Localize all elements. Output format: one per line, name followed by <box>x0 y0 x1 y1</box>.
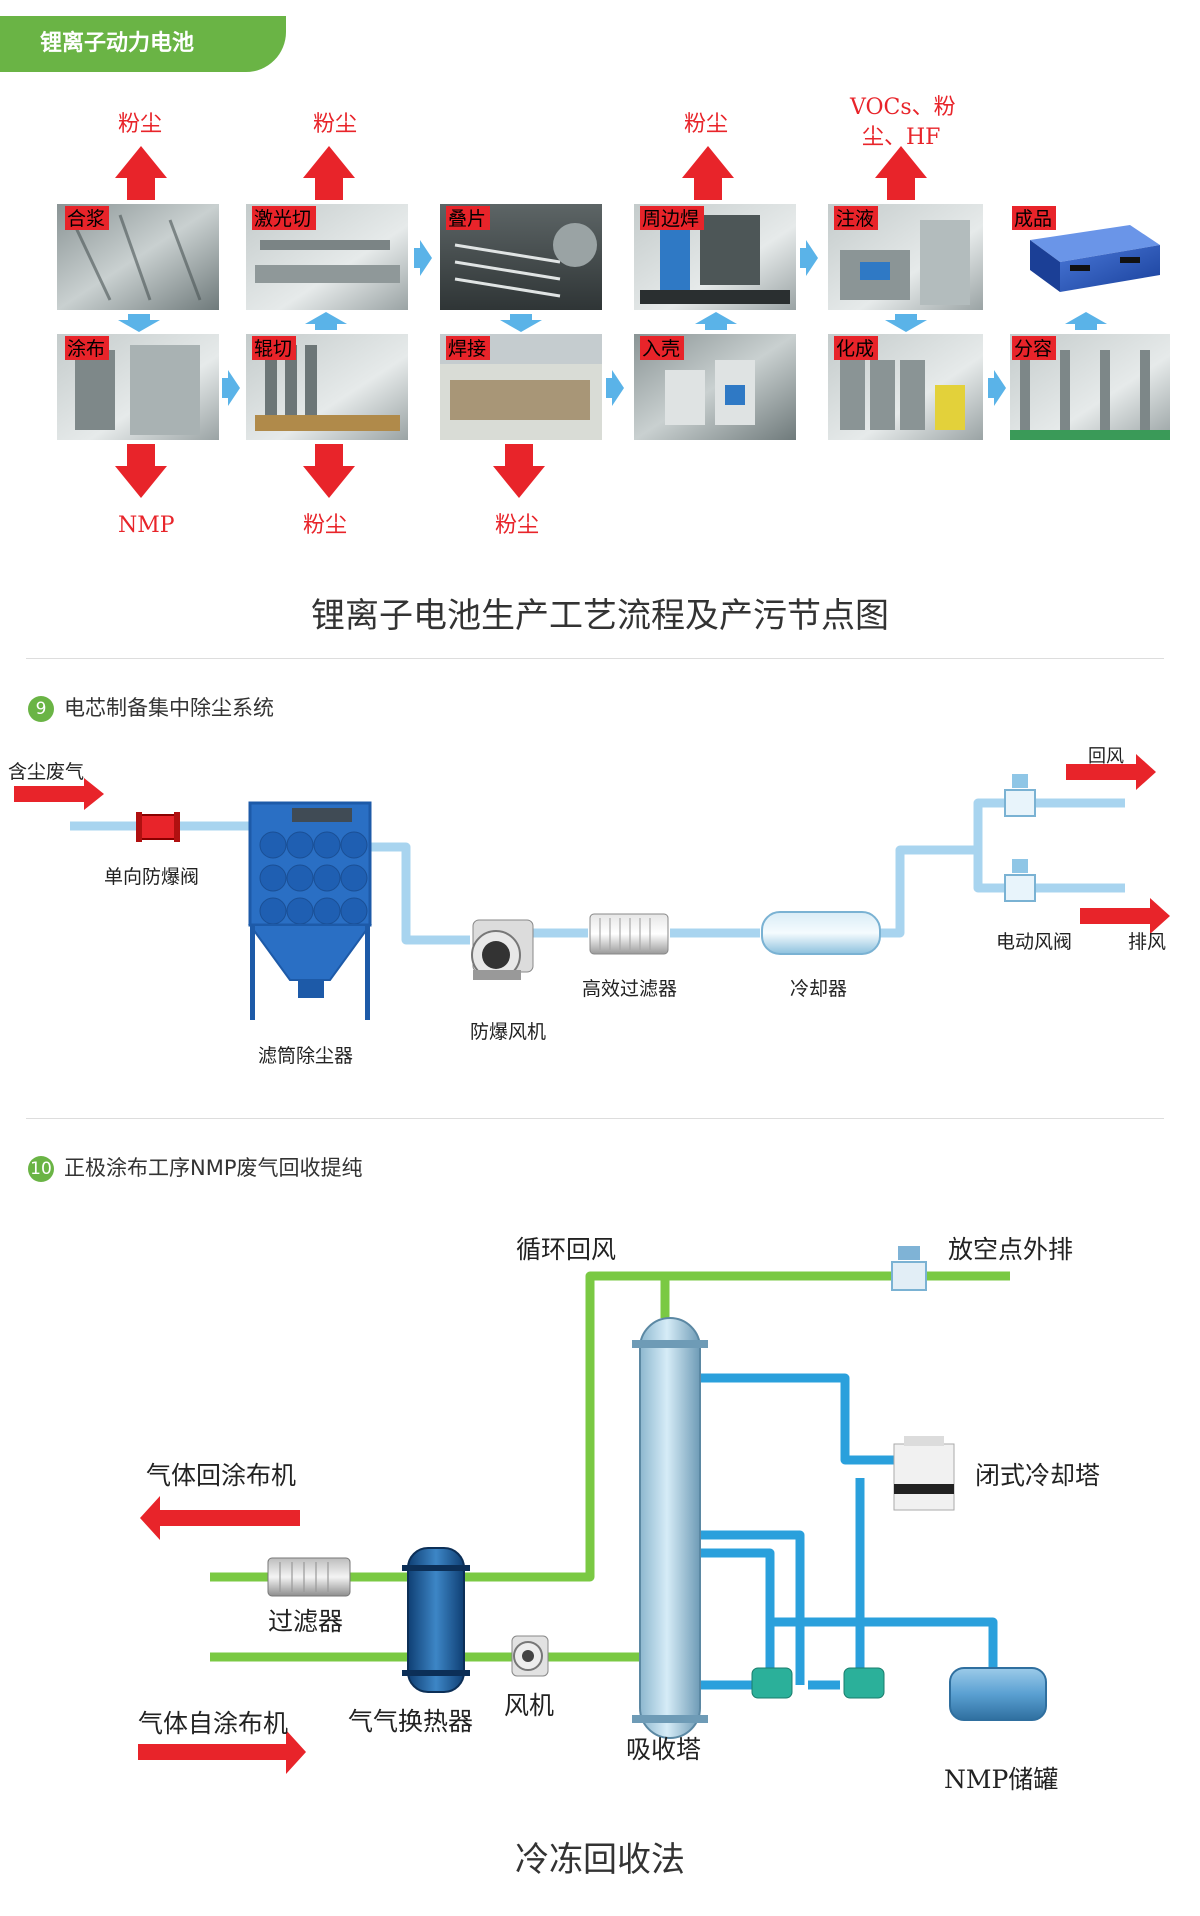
process-flow-diagram: 合浆 激光切 叠片 周边焊 注液 成品 涂布 辊切 焊接 入壳 化成 分容 <box>57 95 1170 538</box>
pollutant-vocs-line1: VOCs、粉 <box>849 95 956 120</box>
pollutant-arrow-up-4 <box>875 146 927 200</box>
section10-heading: 10 正极涂布工序NMP废气回收提纯 <box>28 1152 363 1182</box>
flow-arrow-down-3 <box>500 314 542 332</box>
flow-arrow-right-2 <box>414 240 432 276</box>
recovery-caption: 冷冻回收法 <box>515 1840 685 1880</box>
exhaust-arrow <box>1080 898 1170 934</box>
label-exhaust: 排风 <box>1128 931 1166 953</box>
section-banner: 锂离子动力电池 <box>0 16 286 72</box>
pollutant-dust-2: 粉尘 <box>313 112 357 137</box>
section9-number-badge: 9 <box>28 696 54 722</box>
section9-heading: 9 电芯制备集中除尘系统 <box>28 692 274 722</box>
label-return: 回风 <box>1088 746 1124 767</box>
to-coater-arrow <box>140 1496 300 1540</box>
label-cooler: 冷却器 <box>790 978 847 1000</box>
inlet-arrow <box>14 778 104 810</box>
step-label-fenrong: 分容 <box>1014 338 1052 360</box>
green-pipes <box>210 1271 1010 1662</box>
circulation-pump-1 <box>751 1667 793 1699</box>
nmp-recovery-diagram: 循环回风 放空点外排 气体回涂布机 过滤器 闭式冷却塔 气体自涂布机 气气换热器… <box>138 1235 1100 1794</box>
pollutant-nmp: NMP <box>118 513 175 538</box>
step-label-tubu: 涂布 <box>67 338 105 360</box>
dust-removal-diagram: 含尘废气 单向防爆阀 滤筒除尘器 防爆风机 高效过滤器 冷却器 <box>8 746 1170 1067</box>
pollutant-dust-4: 粉尘 <box>303 513 347 538</box>
label-to-coater: 气体回涂布机 <box>146 1461 296 1490</box>
hepa-filter <box>589 913 669 955</box>
electric-damper-bottom <box>1004 859 1036 902</box>
step-label-chengpin: 成品 <box>1014 208 1052 230</box>
step-label-hanjie: 焊接 <box>448 338 486 360</box>
pollutant-arrow-down-1 <box>115 444 167 498</box>
vent-flowmeter <box>891 1246 927 1291</box>
flow-arrow-down-5 <box>885 314 927 332</box>
label-cooling-tower: 闭式冷却塔 <box>975 1461 1100 1490</box>
photo-gunqie <box>246 334 408 440</box>
banner-title: 锂离子动力电池 <box>40 31 195 56</box>
filter-unit <box>267 1557 351 1597</box>
label-from-coater: 气体自涂布机 <box>138 1709 288 1738</box>
pollutant-dust-3: 粉尘 <box>684 112 728 137</box>
step-label-ruke: 入壳 <box>642 338 680 360</box>
step-label-zhuye: 注液 <box>836 208 874 230</box>
pollutant-vocs-line2: 尘、HF <box>862 125 940 150</box>
explosion-proof-valve <box>136 812 180 842</box>
label-valve: 单向防爆阀 <box>104 866 199 888</box>
step-label-hejiang: 合浆 <box>67 208 105 230</box>
pollutant-arrow-up-3 <box>682 146 734 200</box>
flow-arrow-down-1 <box>118 314 160 332</box>
label-collector: 滤筒除尘器 <box>258 1045 353 1067</box>
step-label-jiguangqie: 激光切 <box>254 208 311 230</box>
pollutant-arrow-down-3 <box>493 444 545 498</box>
absorption-tower <box>632 1317 708 1739</box>
flow-arrow-right-3 <box>606 370 624 406</box>
cartridge-dust-collector <box>248 801 372 1020</box>
pollutant-arrow-up-1 <box>115 146 167 200</box>
pollutant-dust-1: 粉尘 <box>118 112 162 137</box>
divider <box>26 1118 1164 1119</box>
section10-number-badge: 10 <box>28 1156 54 1182</box>
label-heat-exchanger: 气气换热器 <box>348 1707 473 1736</box>
label-inlet: 含尘废气 <box>8 761 84 783</box>
label-nmp-tank: NMP储罐 <box>944 1765 1058 1794</box>
explosion-proof-fan <box>471 919 534 980</box>
step-label-huacheng: 化成 <box>836 338 874 360</box>
section9-title: 电芯制备集中除尘系统 <box>64 696 274 720</box>
section10-title: 正极涂布工序NMP废气回收提纯 <box>64 1156 363 1180</box>
from-coater-arrow <box>138 1730 306 1774</box>
cooler <box>761 911 881 955</box>
label-recycle-air: 循环回风 <box>516 1235 616 1264</box>
nmp-storage-tank <box>949 1667 1047 1721</box>
process-caption: 锂离子电池生产工艺流程及产污节点图 <box>311 596 889 636</box>
closed-cooling-tower <box>893 1436 955 1511</box>
flow-arrow-right-4 <box>800 240 818 276</box>
flow-arrow-right-5 <box>988 370 1006 406</box>
step-label-zhoubianhan: 周边焊 <box>642 208 699 230</box>
circulation-pump-2 <box>843 1667 885 1699</box>
label-filter: 高效过滤器 <box>582 978 677 1000</box>
flow-arrow-up-6 <box>1065 312 1107 330</box>
label-fan: 防爆风机 <box>470 1021 546 1043</box>
flow-arrow-up-2 <box>305 312 347 330</box>
label-vent: 放空点外排 <box>948 1235 1073 1264</box>
gas-gas-heat-exchanger <box>402 1547 470 1693</box>
pollutant-arrow-up-2 <box>303 146 355 200</box>
return-air-arrow <box>1066 754 1156 790</box>
blue-pipes <box>700 1373 998 1690</box>
step-label-diepian: 叠片 <box>448 208 486 230</box>
label-damper: 电动风阀 <box>996 931 1072 953</box>
flow-arrow-up-4 <box>695 312 737 330</box>
electric-damper-top <box>1004 774 1036 817</box>
pollutant-dust-5: 粉尘 <box>495 513 539 538</box>
section9-pipes <box>70 798 1125 945</box>
fan-unit <box>511 1635 549 1677</box>
step-label-gunqie: 辊切 <box>254 338 292 360</box>
label-fan: 风机 <box>504 1691 554 1720</box>
label-absorber: 吸收塔 <box>626 1735 701 1764</box>
label-filter: 过滤器 <box>268 1607 343 1636</box>
flow-arrow-right-1 <box>222 370 240 406</box>
divider <box>26 658 1164 659</box>
pollutant-arrow-down-2 <box>303 444 355 498</box>
